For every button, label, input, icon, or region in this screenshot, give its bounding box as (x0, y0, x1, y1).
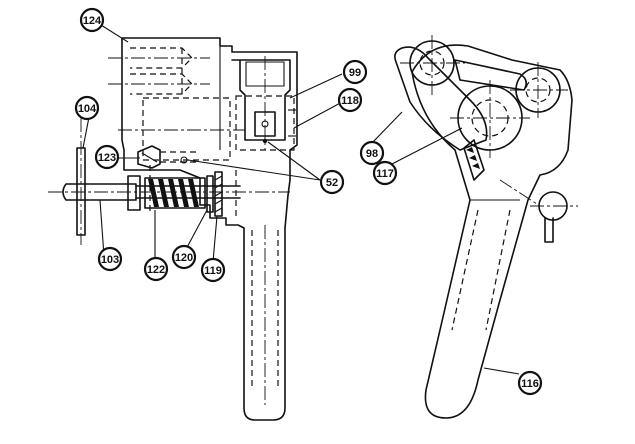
screw-shank (160, 151, 200, 163)
plate-119 (214, 171, 223, 217)
callout-124-label: 124 (83, 15, 102, 27)
callout-99-label: 99 (349, 67, 361, 79)
collar (127, 175, 141, 211)
callout-118: 118 (337, 87, 363, 113)
washer-120 (206, 175, 214, 213)
pocket-outline (231, 59, 291, 141)
top-bore-hidden (130, 47, 193, 69)
callout-119-label: 119 (204, 265, 222, 277)
lever-inner-hidden (451, 209, 511, 331)
lever-center-line (499, 179, 541, 207)
pocket-hidden (235, 95, 295, 151)
main-bore-hidden (142, 97, 231, 161)
callout-104-label: 104 (78, 103, 97, 115)
callout-122: 122 (143, 256, 169, 282)
callout-119: 119 (200, 257, 226, 283)
roll-pin (180, 156, 188, 164)
spring-122 (144, 177, 206, 209)
callout-99: 99 (342, 59, 368, 85)
t-handle-104 (76, 147, 86, 236)
callout-103: 103 (97, 246, 123, 272)
callout-122-label: 122 (147, 264, 165, 276)
top-bore-hidden-2 (130, 73, 193, 95)
callout-120: 120 (171, 244, 197, 270)
screw-123 (137, 145, 161, 169)
side-knob-stem (544, 217, 554, 243)
callout-52: 52 (319, 169, 345, 195)
callout-98: 98 (359, 140, 385, 166)
right-assembly (394, 35, 578, 419)
cross-pin-103 (62, 183, 137, 201)
callout-124: 124 (79, 7, 105, 33)
pocket-inner (245, 61, 285, 87)
callout-120-label: 120 (175, 252, 193, 264)
plunger-hole (261, 120, 269, 128)
callout-52-label: 52 (326, 177, 338, 189)
callout-116-label: 116 (521, 378, 539, 390)
plunger (254, 111, 276, 137)
left-body-outline (121, 37, 298, 421)
left-assembly (48, 37, 298, 421)
pivot-left-hidden (419, 50, 445, 76)
callout-104: 104 (74, 95, 100, 121)
callout-103-label: 103 (101, 254, 119, 266)
cam-98 (394, 46, 488, 151)
screw-slot (141, 152, 158, 163)
plunger-pin (262, 138, 268, 144)
jaw-teeth (466, 147, 480, 169)
callout-117: 117 (372, 160, 398, 186)
callout-116: 116 (517, 370, 543, 396)
callout-117-label: 117 (376, 168, 394, 180)
callout-123-label: 123 (98, 152, 116, 164)
callout-118-label: 118 (341, 95, 359, 107)
callout-98-label: 98 (366, 148, 378, 160)
jaw-117 (463, 139, 485, 181)
callout-123: 123 (94, 144, 120, 170)
plate-119-hatch (214, 175, 223, 213)
handle-inner-hidden (251, 230, 279, 390)
link-arm (454, 59, 528, 91)
lever-116 (411, 44, 573, 419)
